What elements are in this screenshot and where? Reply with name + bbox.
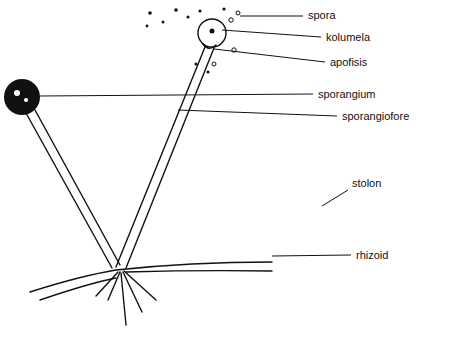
columella (198, 19, 226, 47)
part-label: sporangium (317, 88, 376, 101)
sporangiophore-wall (126, 48, 214, 268)
rhizoid-line (124, 271, 156, 300)
part-label: sporangiofore (341, 110, 410, 123)
sporangiophore-wall (26, 113, 112, 268)
columella-centre (210, 29, 215, 34)
part-label: apofisis (329, 56, 368, 69)
stolon-line (126, 271, 272, 272)
rhizoid-line (121, 273, 126, 325)
sporangium (4, 79, 40, 115)
spores (146, 7, 226, 73)
leader-lines (40, 16, 351, 256)
part-label: rhizoid (355, 249, 389, 262)
part-label: stolon (351, 177, 382, 190)
spores-hollow (212, 11, 240, 66)
stolon-line (30, 262, 272, 292)
sporangium-spot (14, 90, 20, 96)
rhizoid-line (96, 272, 118, 296)
part-label: spora (307, 9, 337, 22)
sporangium-spot (24, 98, 28, 102)
part-label: kolumela (325, 31, 371, 44)
sporangiophore-wall (35, 110, 120, 265)
stolon-line (40, 278, 116, 300)
apophysis (203, 44, 216, 48)
sporangiophore-wall (116, 47, 205, 267)
